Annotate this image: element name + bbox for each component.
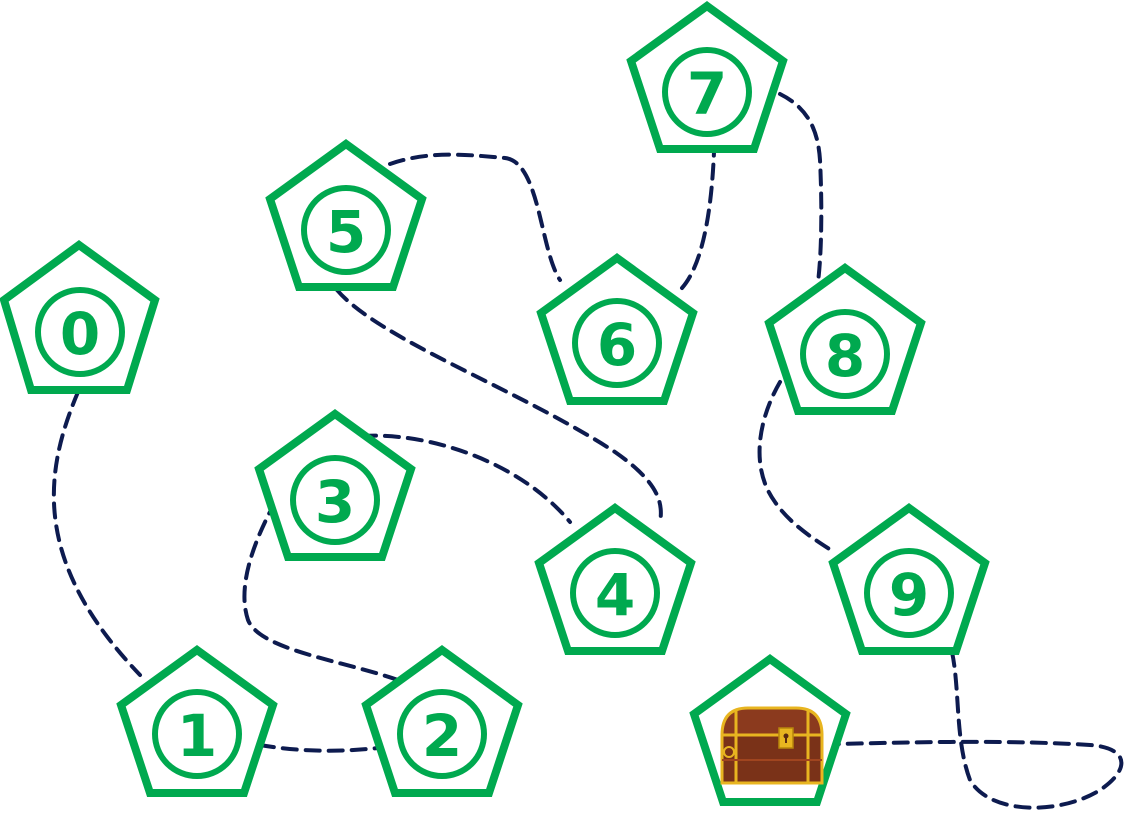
- path-6-7: [680, 150, 716, 290]
- node-7: 7: [626, 1, 788, 153]
- node-ring: [864, 548, 954, 638]
- treasure-chest-icon: [720, 706, 824, 785]
- node-ring: [800, 309, 890, 399]
- path-2-3: [242, 506, 400, 682]
- node-ring: [152, 689, 242, 779]
- path-1-2: [258, 743, 380, 753]
- node-number: 7: [687, 60, 727, 128]
- path-5-4: [335, 288, 663, 524]
- node-goal: [689, 654, 851, 806]
- node-8: 8: [764, 263, 926, 415]
- node-number: 6: [597, 311, 637, 379]
- path-7-8: [778, 92, 824, 284]
- node-ring: [572, 298, 662, 388]
- path-3-4: [360, 433, 572, 524]
- node-9: 9: [828, 503, 990, 655]
- node-5: 5: [265, 139, 427, 291]
- node-ring: [290, 455, 380, 545]
- node-number: 3: [315, 468, 355, 536]
- node-6: 6: [536, 253, 698, 405]
- node-number: 8: [825, 322, 865, 390]
- node-1: 1: [116, 645, 278, 797]
- node-ring: [662, 47, 752, 137]
- node-3: 3: [254, 409, 416, 561]
- node-ring: [301, 185, 391, 275]
- node-0: 0: [0, 240, 160, 394]
- path-0-1: [51, 390, 142, 677]
- path-8-9: [757, 380, 836, 554]
- node-number: 9: [889, 561, 929, 629]
- dashed-paths: [51, 92, 1124, 810]
- node-number: 4: [595, 561, 635, 629]
- node-4: 4: [534, 503, 696, 655]
- path-9-chest: [836, 650, 1124, 810]
- node-ring: [397, 689, 487, 779]
- node-number: 1: [177, 702, 217, 770]
- node-ring: [570, 548, 660, 638]
- node-number: 2: [422, 702, 462, 770]
- node-number: 5: [326, 198, 366, 266]
- node-2: 2: [361, 645, 523, 797]
- path-5-6: [388, 152, 562, 282]
- node-number: 0: [60, 300, 100, 368]
- node-ring: [35, 287, 125, 377]
